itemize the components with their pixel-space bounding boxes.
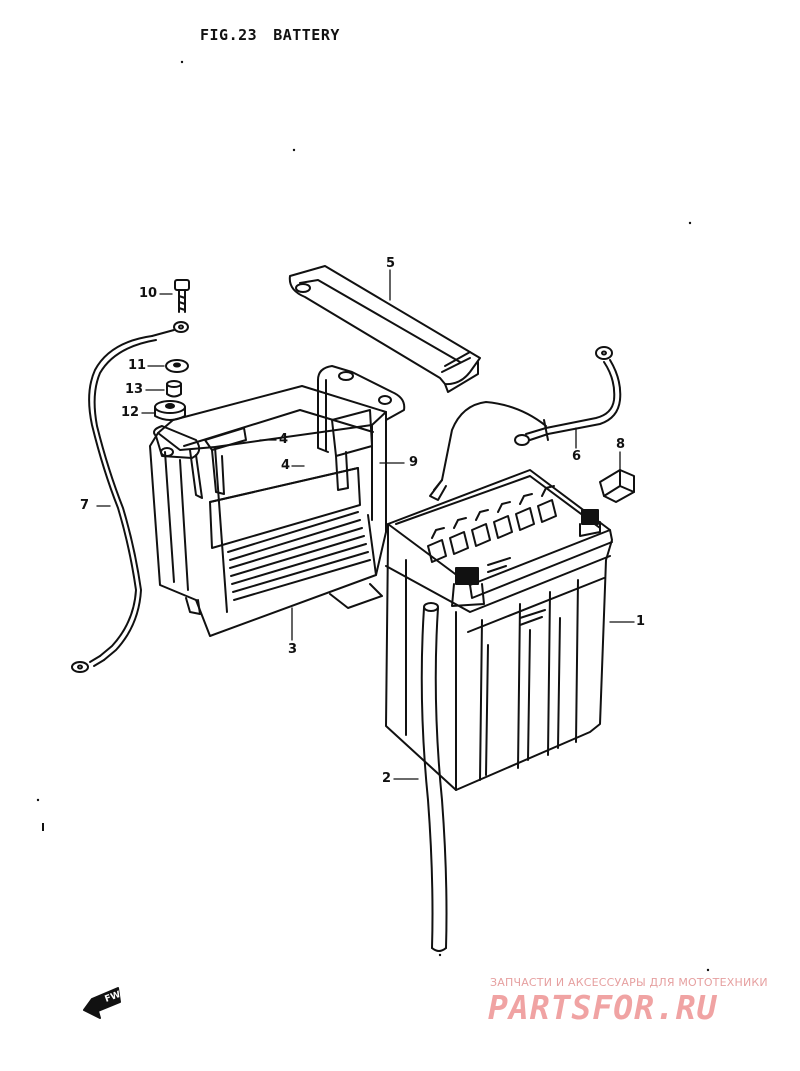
battery-case — [149, 365, 406, 637]
callout-7: 7 — [80, 498, 90, 513]
callout-4-upper: 4 — [279, 432, 289, 447]
callout-9: 9 — [409, 455, 419, 470]
bolt — [174, 279, 190, 313]
scan-specks — [36, 60, 710, 972]
terminal-cap — [599, 469, 635, 503]
positive-cable — [429, 346, 622, 501]
callout-11: 11 — [128, 358, 147, 373]
cushion-pads — [204, 409, 373, 495]
collar — [166, 380, 182, 398]
watermark-subtitle: ЗАПЧАСТИ И АКСЕССУАРЫ ДЛЯ МОТОТЕХНИКИ — [490, 976, 768, 989]
forward-arrow-icon: FWD — [83, 987, 129, 1019]
grommet — [154, 400, 186, 421]
watermark-brand: PARTSFOR.RU — [488, 988, 718, 1027]
callout-8: 8 — [616, 437, 626, 452]
callout-1: 1 — [636, 614, 646, 629]
battery — [385, 469, 613, 791]
callout-12: 12 — [121, 405, 140, 420]
ground-cable — [71, 321, 189, 673]
callout-10: 10 — [139, 286, 158, 301]
breather-tube — [420, 602, 448, 952]
figure-name: BATTERY — [273, 26, 340, 44]
callout-6: 6 — [572, 449, 582, 464]
leader-lines — [96, 269, 635, 780]
battery-strap — [288, 265, 481, 393]
washer — [165, 359, 189, 373]
callout-4-lower: 4 — [281, 458, 291, 473]
figure-number: FIG.23 — [200, 26, 258, 44]
figure-title: FIG.23 BATTERY — [200, 26, 340, 44]
callout-5: 5 — [386, 256, 396, 271]
callout-2: 2 — [382, 771, 392, 786]
callout-3: 3 — [288, 642, 298, 657]
callout-13: 13 — [125, 382, 144, 397]
